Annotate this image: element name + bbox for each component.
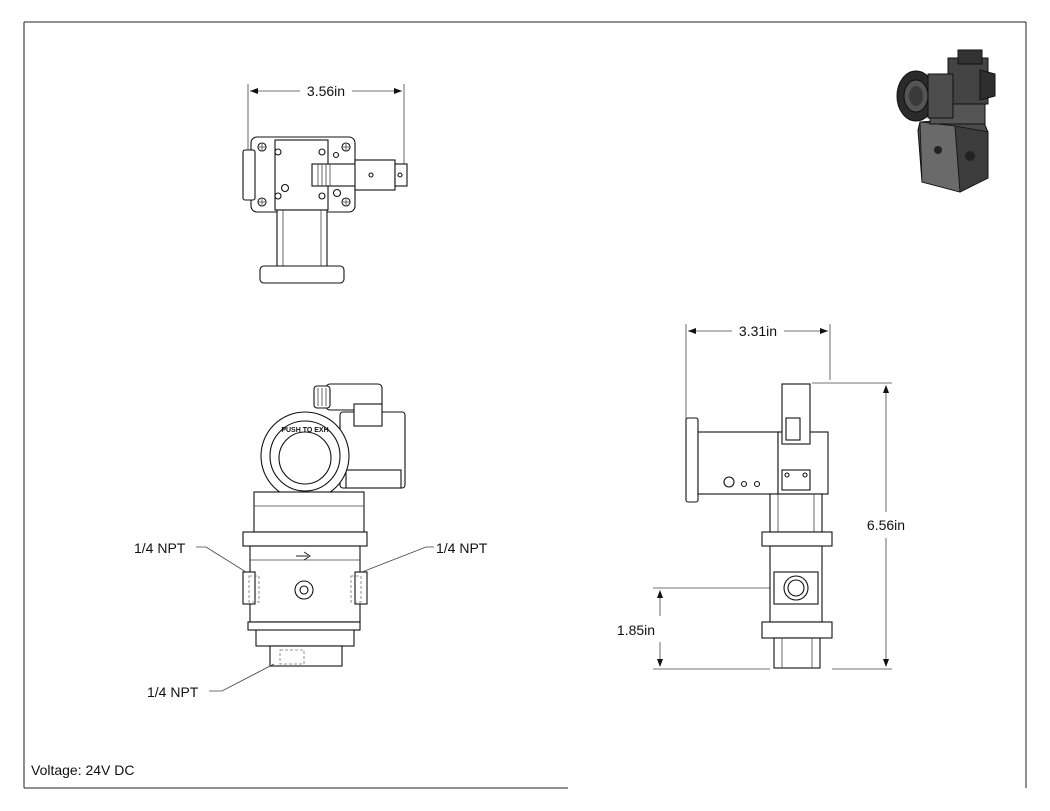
callout-right-port: 1/4 NPT bbox=[436, 540, 488, 556]
isometric-preview bbox=[896, 49, 996, 193]
dim-port-height: 1.85in bbox=[617, 622, 655, 638]
screw-heads bbox=[257, 142, 351, 207]
dim-height: 6.56in bbox=[867, 517, 905, 533]
callout-left-port: 1/4 NPT bbox=[134, 540, 186, 556]
top-view: 3.56in bbox=[242, 83, 408, 284]
front-view: PUSH TO EXH 1/4 NPT 1/4 NPT 1/4 NPT bbox=[134, 383, 488, 700]
dim-top-width: 3.56in bbox=[307, 83, 345, 99]
dim-side-width: 3.31in bbox=[739, 323, 777, 339]
exhaust-button-label: PUSH TO EXH bbox=[281, 427, 328, 434]
callout-bottom-port: 1/4 NPT bbox=[147, 684, 199, 700]
side-view: 3.31in 6.56in 1.85in bbox=[617, 323, 905, 670]
voltage-note: Voltage: 24V DC bbox=[31, 762, 135, 778]
sheet-border bbox=[23, 21, 1027, 789]
